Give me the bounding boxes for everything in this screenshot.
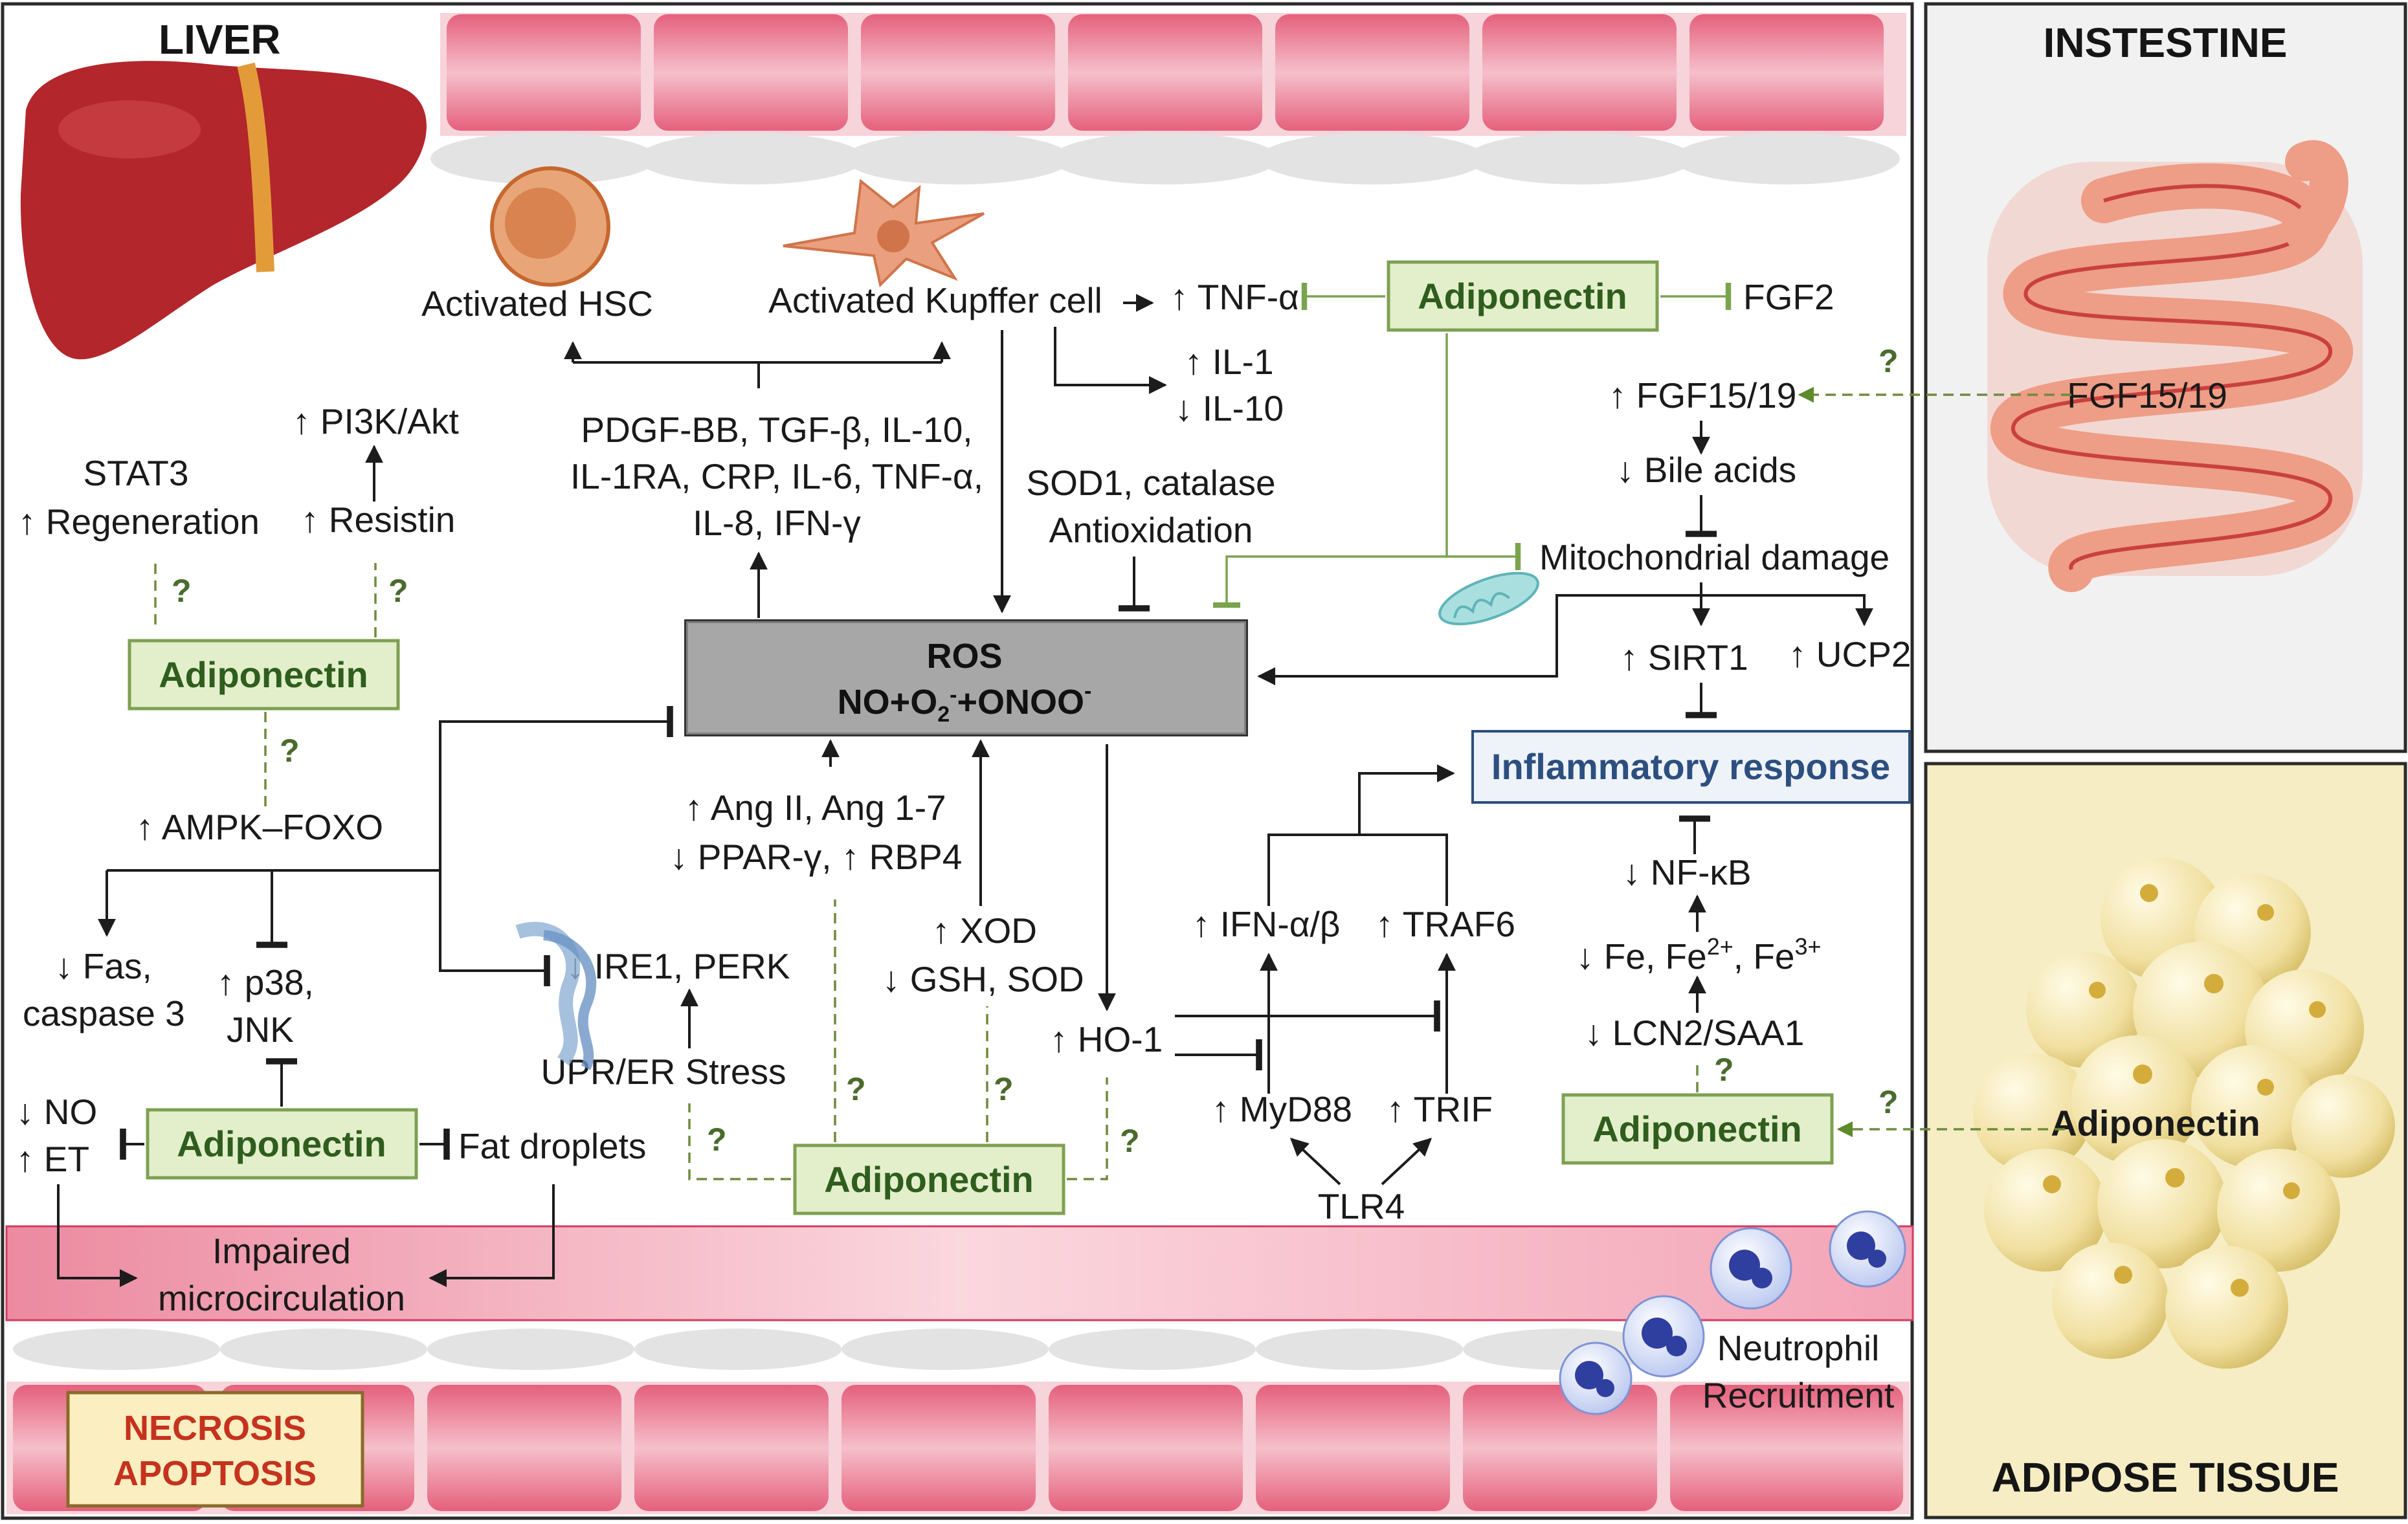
ros-box: ROS NO+O2-+ONOO- bbox=[684, 619, 1248, 736]
svg-text:Adiponectin: Adiponectin bbox=[824, 1159, 1034, 1200]
label-activated-hsc: Activated HSC bbox=[421, 283, 653, 324]
kupffer-cell-image bbox=[783, 179, 985, 287]
label-no: ↓ NO bbox=[16, 1092, 97, 1132]
label-activated-kupffer: Activated Kupffer cell bbox=[768, 280, 1102, 320]
label-microcirculation: microcirculation bbox=[158, 1278, 405, 1318]
label-sod1: SOD1, catalase bbox=[1026, 463, 1275, 503]
neutrophil-images bbox=[1559, 1210, 1906, 1415]
question-mark: ? bbox=[388, 573, 408, 609]
label-il1: ↑ IL-1 bbox=[1185, 342, 1274, 382]
svg-text:Inflammatory response: Inflammatory response bbox=[1491, 746, 1890, 787]
question-mark: ? bbox=[1120, 1123, 1140, 1159]
pathway-arrows bbox=[57, 294, 1873, 1287]
necrosis-apoptosis-box: NECROSIS APOPTOSIS bbox=[66, 1391, 364, 1508]
label-p38: ↑ p38, bbox=[217, 962, 314, 1002]
label-tlr4: TLR4 bbox=[1318, 1186, 1405, 1226]
label-resistin: ↑ Resistin bbox=[301, 500, 455, 540]
label-fgf1519-intestine: FGF15/19 bbox=[2067, 375, 2227, 415]
question-marks: ? ? ? ? ? ? ? ? ? ? bbox=[172, 343, 1899, 1159]
question-mark: ? bbox=[1878, 1084, 1899, 1120]
label-impaired: Impaired bbox=[212, 1231, 351, 1271]
label-ucp2: ↑ UCP2 bbox=[1789, 634, 1912, 674]
label-fgf2: FGF2 bbox=[1743, 277, 1834, 317]
label-tnf-alpha: ↑ TNF-α bbox=[1170, 277, 1299, 317]
adipose-tissue-image bbox=[1973, 857, 2395, 1369]
question-mark: ? bbox=[1878, 343, 1899, 379]
adipose-title: ADIPOSE TISSUE bbox=[1992, 1454, 2339, 1501]
top-hepatocyte-row bbox=[430, 13, 1906, 184]
adiponectin-box-bottom-center: Adiponectin bbox=[793, 1143, 1065, 1215]
ros-title: ROS bbox=[926, 637, 1002, 676]
svg-text:Adiponectin: Adiponectin bbox=[1592, 1109, 1802, 1149]
svg-text:NECROSIS: NECROSIS bbox=[124, 1409, 306, 1448]
label-pi3k: ↑ PI3K/Akt bbox=[293, 401, 459, 441]
label-fas: ↓ Fas, bbox=[55, 946, 152, 986]
question-mark: ? bbox=[1714, 1052, 1734, 1088]
adiponectin-box-bottom-right: Adiponectin bbox=[1561, 1093, 1834, 1165]
ros-species: NO+O2-+ONOO- bbox=[838, 679, 1092, 727]
intestine-title: INSTESTINE bbox=[2044, 19, 2288, 66]
label-sirt1: ↑ SIRT1 bbox=[1620, 637, 1748, 678]
label-et: ↑ ET bbox=[16, 1139, 89, 1179]
label-ire1-perk: ↓ IRE1, PERK bbox=[566, 946, 790, 986]
svg-text:APOPTOSIS: APOPTOSIS bbox=[113, 1454, 317, 1493]
label-fgf1519-liver: ↑ FGF15/19 bbox=[1609, 375, 1796, 415]
label-ppar: ↓ PPAR-γ, ↑ RBP4 bbox=[670, 837, 962, 877]
question-mark: ? bbox=[707, 1121, 727, 1158]
label-stat3: STAT3 bbox=[84, 453, 189, 493]
label-fat-droplets: Fat droplets bbox=[458, 1126, 646, 1166]
label-ampk-foxo: ↑ AMPK–FOXO bbox=[136, 807, 383, 847]
label-il10: ↓ IL-10 bbox=[1175, 388, 1284, 428]
label-nfkb: ↓ NF-κB bbox=[1623, 852, 1752, 892]
adiponectin-box-bottom-left: Adiponectin bbox=[146, 1108, 418, 1180]
label-gsh-sod: ↓ GSH, SOD bbox=[882, 959, 1084, 999]
adiponectin-box-left: Adiponectin bbox=[128, 639, 400, 711]
label-adiponectin-adipose: Adiponectin bbox=[2051, 1103, 2260, 1143]
svg-text:Adiponectin: Adiponectin bbox=[177, 1123, 386, 1164]
label-trif: ↑ TRIF bbox=[1387, 1089, 1493, 1129]
question-mark: ? bbox=[994, 1071, 1014, 1107]
label-cytokines-line3: IL-8, IFN-γ bbox=[693, 503, 861, 543]
label-mitochondrial-damage: Mitochondrial damage bbox=[1539, 537, 1890, 577]
label-cytokines-line1: PDGF-BB, TGF-β, IL-10, bbox=[581, 410, 972, 450]
label-traf6: ↑ TRAF6 bbox=[1376, 904, 1515, 944]
question-mark: ? bbox=[172, 573, 192, 609]
label-jnk: JNK bbox=[227, 1010, 294, 1050]
label-ifn: ↑ IFN-α/β bbox=[1192, 904, 1340, 944]
label-xod: ↑ XOD bbox=[932, 911, 1037, 951]
label-myd88: ↑ MyD88 bbox=[1212, 1089, 1352, 1129]
label-neutrophil: Neutrophil bbox=[1717, 1328, 1880, 1368]
adiponectin-connectors bbox=[154, 283, 2071, 1180]
label-fe: ↓ Fe, Fe2+, Fe3+ bbox=[1576, 933, 1822, 977]
adiponectin-box-top: Adiponectin bbox=[1387, 260, 1659, 332]
question-mark: ? bbox=[846, 1071, 866, 1107]
label-upr-er-stress: UPR/ER Stress bbox=[541, 1052, 786, 1092]
mitochondrion-icon bbox=[1438, 571, 1539, 626]
er-stress-icon bbox=[515, 922, 597, 1070]
label-ho1: ↑ HO-1 bbox=[1050, 1019, 1163, 1059]
label-regeneration: ↑ Regeneration bbox=[18, 502, 260, 542]
label-cytokines-line2: IL-1RA, CRP, IL-6, TNF-α, bbox=[570, 456, 983, 496]
liver-title: LIVER bbox=[159, 16, 280, 63]
label-bile-acids: ↓ Bile acids bbox=[1616, 450, 1796, 490]
vessel-band bbox=[5, 1225, 1914, 1321]
hsc-cell-image bbox=[490, 166, 610, 287]
intestine-image bbox=[1987, 140, 2363, 592]
label-recruitment: Recruitment bbox=[1702, 1375, 1894, 1415]
svg-text:Adiponectin: Adiponectin bbox=[1418, 276, 1627, 316]
inflammatory-response-box: Inflammatory response bbox=[1471, 730, 1911, 804]
label-lcn2-saa1: ↓ LCN2/SAA1 bbox=[1585, 1013, 1804, 1053]
liver-organ-image bbox=[20, 61, 427, 360]
label-caspase3: caspase 3 bbox=[23, 993, 185, 1033]
label-antioxidation: Antioxidation bbox=[1049, 510, 1253, 550]
question-mark: ? bbox=[280, 733, 300, 769]
svg-text:Adiponectin: Adiponectin bbox=[159, 654, 368, 695]
label-ang: ↑ Ang II, Ang 1-7 bbox=[685, 788, 946, 828]
